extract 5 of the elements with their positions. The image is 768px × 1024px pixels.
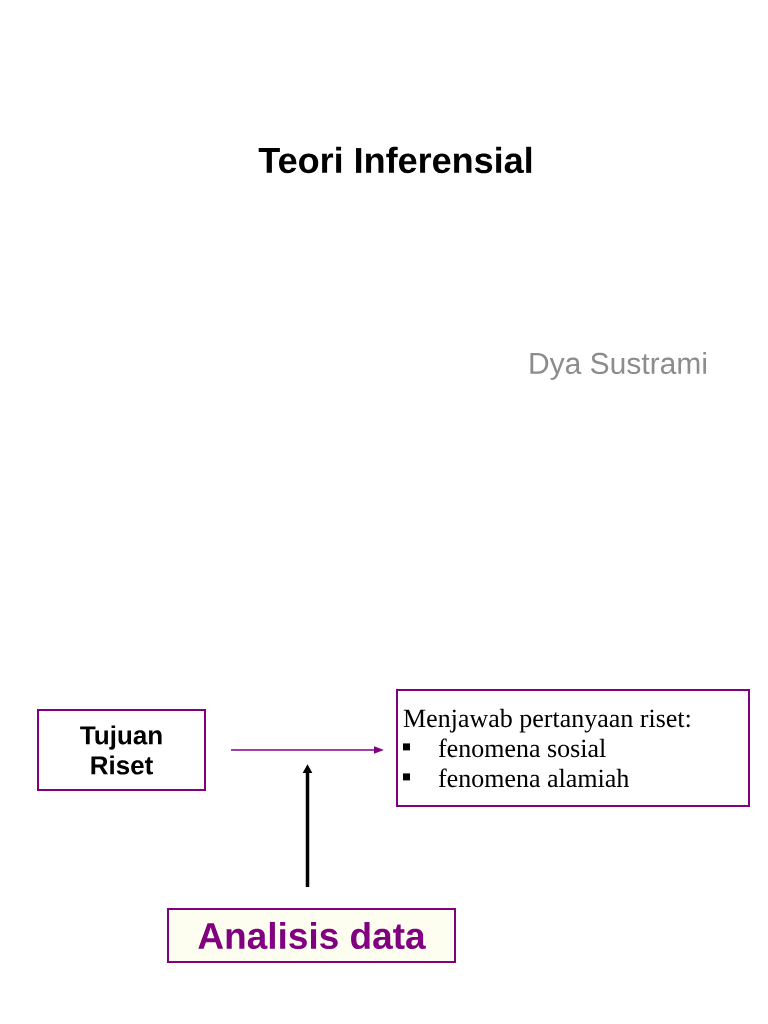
title: Teori Inferensial bbox=[258, 146, 532, 174]
process-box: Analisis data bbox=[167, 908, 456, 963]
process-box: Tujuan Riset bbox=[37, 709, 206, 791]
text-box: Menjawab pertanyaan riset: fenomena sosial fenomena alamiah bbox=[396, 689, 750, 807]
author-name: Dya Sustrami bbox=[530, 352, 706, 380]
